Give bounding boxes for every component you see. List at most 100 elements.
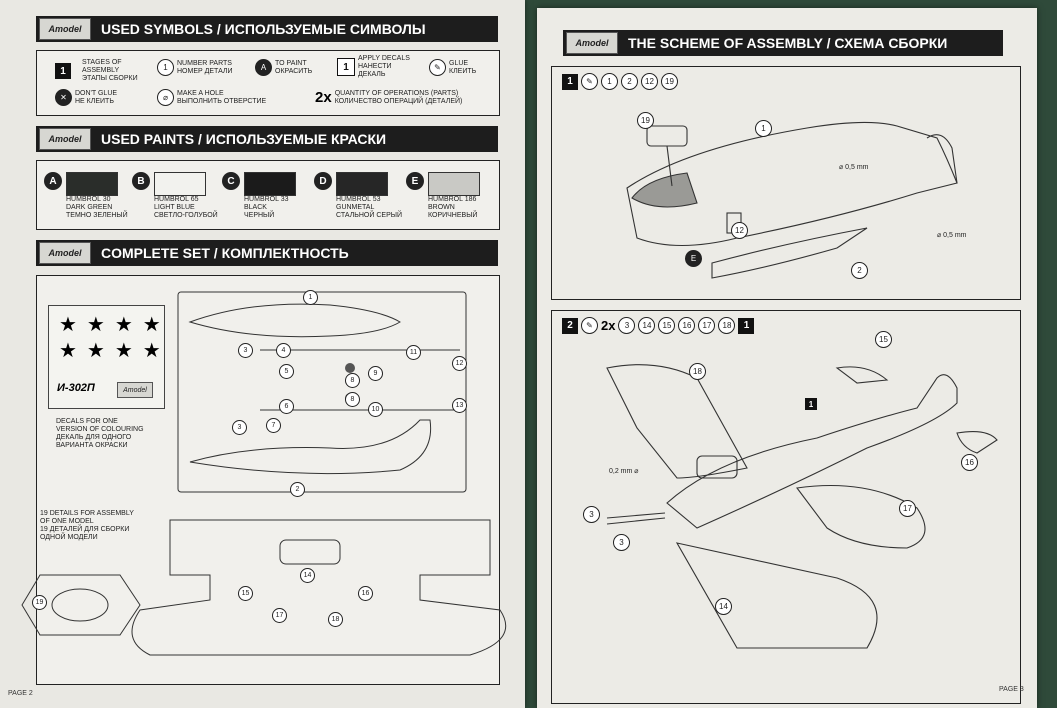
sprue-part-6: 6: [279, 399, 294, 414]
step2-callout-3: 3: [583, 506, 600, 523]
assembly-header: Amodel THE SCHEME OF ASSEMBLY / СХЕМА СБ…: [563, 30, 1003, 56]
step-1-number: 1: [562, 73, 578, 90]
paint-letter: E: [406, 172, 424, 190]
part-number-15: 15: [658, 317, 676, 334]
step1-callout-2: 2: [851, 262, 868, 279]
paint-letter: C: [222, 172, 240, 190]
paint-swatch: [244, 172, 296, 196]
sprue-part-1: 1: [303, 290, 318, 305]
decal-logo: Amodel: [117, 382, 153, 398]
step-2-number: 2: [562, 317, 578, 334]
symbol-quantity: 2x QUANTITY OF OPERATIONS (PARTS)КОЛИЧЕС…: [315, 89, 463, 106]
part-number-16: 16: [678, 317, 696, 334]
sprue-part-16: 16: [358, 586, 373, 601]
set-header: Amodel COMPLETE SET / КОМПЛЕКТНОСТЬ: [36, 240, 498, 266]
step-2-qty: 2x: [601, 318, 616, 333]
part-number-14: 14: [638, 317, 656, 334]
sprue-part-17: 17: [272, 608, 287, 623]
page-left: Amodel USED SYMBOLS / ИСПОЛЬЗУЕМЫЕ СИМВО…: [0, 0, 525, 708]
decal-marker: 1: [808, 399, 814, 409]
part-number-1: 1: [601, 73, 618, 90]
decal-name: И-302П: [57, 382, 95, 394]
step2-callout-3: 3: [613, 534, 630, 551]
part-number-18: 18: [718, 317, 736, 334]
amodel-logo: Amodel: [39, 18, 91, 40]
part-number-19: 19: [661, 73, 678, 90]
amodel-logo: Amodel: [566, 32, 618, 54]
step2-callout-16: 16: [961, 454, 978, 471]
step1-callout-12: 12: [731, 222, 748, 239]
amodel-logo: Amodel: [39, 242, 91, 264]
sprue-part-12: 12: [452, 356, 467, 371]
sprue-part-13: 13: [452, 398, 467, 413]
step2-callout-17: 17: [899, 500, 916, 517]
sprue-part-7: 7: [266, 418, 281, 433]
paint-swatch: [428, 172, 480, 196]
step-2-decal: 1: [738, 317, 755, 334]
sprue-part-14: 14: [300, 568, 315, 583]
paint-swatch: [66, 172, 118, 196]
assembly-header-title: THE SCHEME OF ASSEMBLY / СХЕМА СБОРКИ: [628, 35, 948, 51]
sprue-part-10: 10: [368, 402, 383, 417]
drill-icon: ⌀: [157, 89, 174, 106]
sprue-part-15: 15: [238, 586, 253, 601]
paints-header-title: USED PAINTS / ИСПОЛЬЗУЕМЫЕ КРАСКИ: [101, 131, 387, 147]
sprue-drawing: [21, 291, 507, 656]
no-glue-icon: ✕: [55, 89, 72, 106]
part-number-17: 17: [698, 317, 716, 334]
assembly-drawings: [606, 121, 998, 649]
paint-swatch: [336, 172, 388, 196]
page-number-right: PAGE 3: [999, 686, 1024, 693]
step2-callout-14: 14: [715, 598, 732, 615]
paint-letter: A: [44, 172, 62, 190]
sprue-part-4: 4: [276, 343, 291, 358]
sprue-part-3: 3: [232, 420, 247, 435]
part-number-2: 2: [621, 73, 638, 90]
glue-icon: ✎: [429, 59, 446, 76]
glue-icon: ✎: [581, 73, 598, 90]
sprue-part-19: 19: [32, 595, 47, 610]
step1-callout-19: 19: [637, 112, 654, 129]
sprue-part-8: 8: [345, 373, 360, 388]
sprue-part-2: 2: [290, 482, 305, 497]
decal-sheet: ★★★★★★★★ И-302П Amodel: [48, 305, 165, 409]
sprue-part-8: 8: [345, 392, 360, 407]
set-header-title: COMPLETE SET / КОМПЛЕКТНОСТЬ: [101, 245, 349, 261]
sprue-part-3: 3: [238, 343, 253, 358]
page-right: Amodel THE SCHEME OF ASSEMBLY / СХЕМА СБ…: [537, 8, 1037, 708]
sprue-part-9: 9: [368, 366, 383, 381]
hole-label: ⌀ 0,5 mm: [839, 164, 869, 171]
symbols-header: Amodel USED SYMBOLS / ИСПОЛЬЗУЕМЫЕ СИМВО…: [36, 16, 498, 42]
paint-swatch: [154, 172, 206, 196]
hole-label: 0,2 mm ⌀: [609, 468, 639, 475]
step2-callout-15: 15: [875, 331, 892, 348]
amodel-logo: Amodel: [39, 128, 91, 150]
decal-stars: ★★★★★★★★: [59, 314, 171, 362]
hole-label: ⌀ 0,5 mm: [937, 232, 967, 239]
paint-letter: B: [132, 172, 150, 190]
paint-e-marker: E: [685, 250, 702, 267]
sprue-part-18: 18: [328, 612, 343, 627]
glue-icon: ✎: [581, 317, 598, 334]
paint-letter: D: [314, 172, 332, 190]
part-number-3: 3: [618, 317, 636, 334]
